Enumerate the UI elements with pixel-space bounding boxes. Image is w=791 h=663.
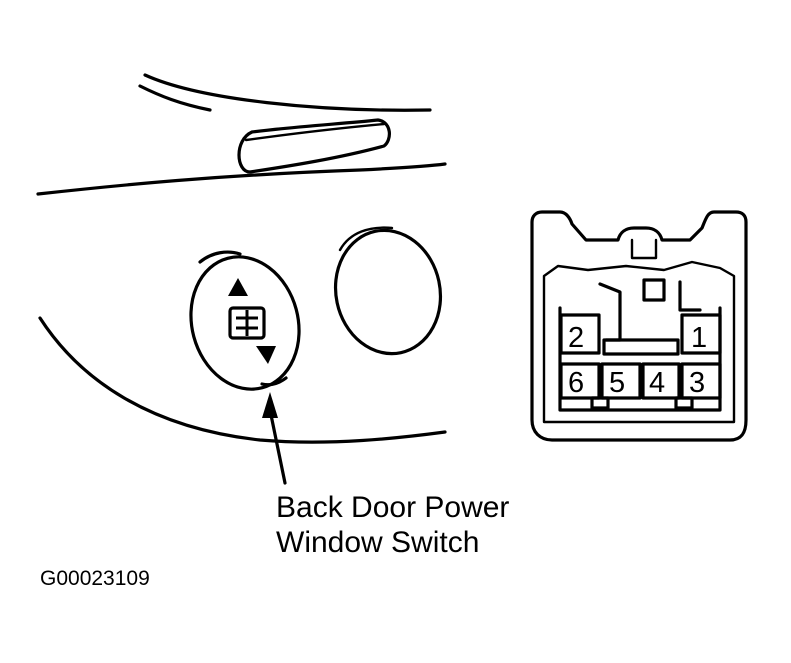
window-switch-body <box>189 250 301 391</box>
pin-label-3: 3 <box>689 367 705 399</box>
pin-label-1: 1 <box>691 322 707 354</box>
figure-id: G00023109 <box>40 567 150 590</box>
round-plug <box>333 226 443 356</box>
pin-label-6: 6 <box>568 367 584 399</box>
pin-label-4: 4 <box>649 367 665 399</box>
window-switch-button-icon <box>228 306 266 340</box>
connector-face <box>530 210 748 442</box>
door-handle-recess <box>237 118 391 174</box>
pin-label-2: 2 <box>568 322 584 354</box>
switch-up-arrow-icon <box>228 278 248 296</box>
callout-line-1: Back Door Power <box>276 491 510 524</box>
door-trim-panel <box>36 73 447 444</box>
callout-leader-arrow <box>262 392 287 485</box>
callout-line-2: Window Switch <box>276 526 480 559</box>
pin-label-5: 5 <box>609 367 625 399</box>
switch-down-arrow-icon <box>256 346 276 364</box>
connector-pin-grid <box>559 313 722 400</box>
switch-callout-label: Back Door Power Window Switch <box>276 490 509 560</box>
